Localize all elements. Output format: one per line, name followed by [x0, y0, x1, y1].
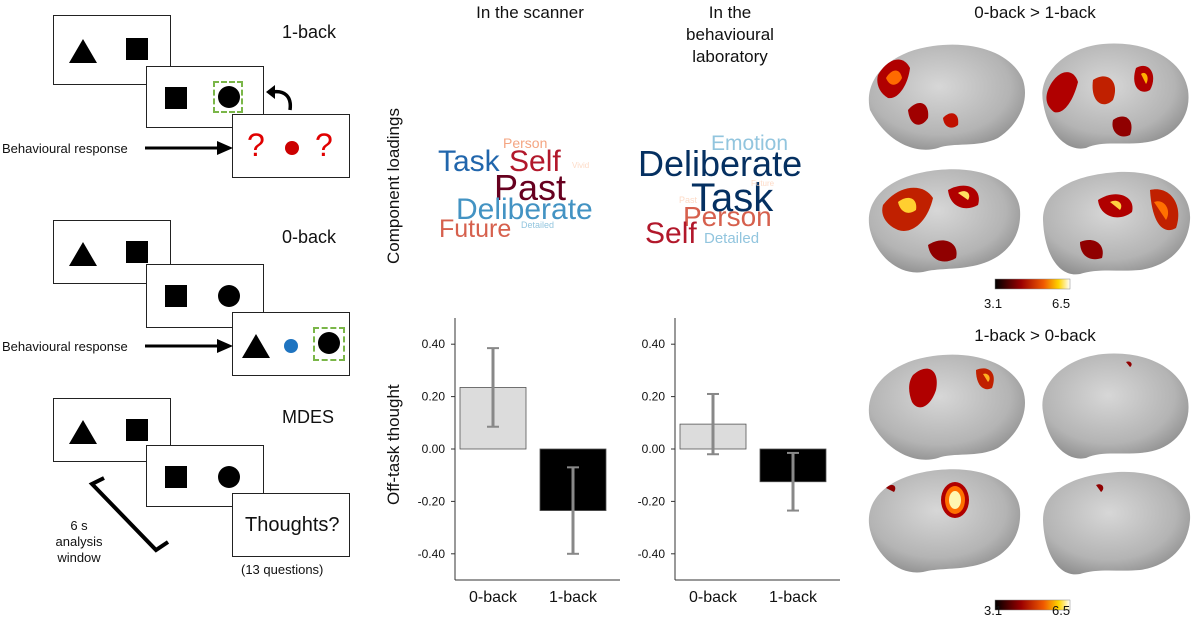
- brain-lateral-right-bottom: [1042, 353, 1189, 459]
- fixation-dot: [285, 141, 299, 155]
- word-task: Task: [691, 176, 774, 220]
- word-past: Past: [679, 195, 698, 205]
- scanner-header: In the scanner: [476, 3, 584, 22]
- word-past: Past: [494, 167, 567, 208]
- one-back-response-label: Behavioural response: [2, 141, 128, 156]
- mdes-thoughts-card: Thoughts?: [232, 493, 350, 557]
- target-highlight: [313, 327, 345, 361]
- triangle-icon: [242, 334, 270, 358]
- target-highlight: [213, 81, 243, 113]
- square-icon: [165, 87, 187, 109]
- zero-back-response-label: Behavioural response: [2, 339, 128, 354]
- zero-back-card-2: [146, 264, 264, 328]
- word-vivid: Vivid: [572, 161, 590, 170]
- word-deliberate: Deliberate: [638, 143, 803, 184]
- chart-lab: 0.40 0.20 0.00 -0.20 -0.40 0-back 1-back: [638, 318, 840, 606]
- word-deliberate: Deliberate: [456, 193, 593, 226]
- zero-back-label: 0-back: [282, 227, 337, 247]
- circle-icon: [218, 285, 240, 307]
- y-tick-label: 0.20: [422, 390, 446, 404]
- brain-medial-left-bottom: [868, 469, 1021, 573]
- y-tick-label: 0.40: [422, 337, 446, 351]
- thoughts-prompt: Thoughts?: [245, 514, 340, 536]
- y-tick-label: 0.20: [642, 390, 666, 404]
- arrow-right-icon: [145, 141, 233, 155]
- word-person: Person: [683, 201, 772, 232]
- brain-top-title: 0-back > 1-back: [974, 3, 1096, 22]
- curved-arrow-icon: [266, 85, 293, 111]
- square-icon: [165, 285, 187, 307]
- triangle-icon: [69, 39, 97, 63]
- one-back-card-1: [53, 15, 171, 85]
- component-loadings-label: Component loadings: [384, 108, 403, 264]
- brain-medial-right-bottom: [1043, 471, 1191, 575]
- chart-scanner: 0.40 0.20 0.00 -0.20 -0.40 0-back 1-back: [418, 318, 620, 606]
- y-tick-label: 0.00: [642, 442, 666, 456]
- question-mark-right: ?: [315, 127, 333, 163]
- colorbar-top: [994, 278, 1071, 290]
- word-emotion: Emotion: [711, 132, 789, 155]
- x-tick-label: 1-back: [769, 589, 818, 606]
- lab-header-line3: laboratory: [692, 47, 768, 66]
- word-detailed: Detailed: [704, 230, 760, 247]
- colorbar-bottom-min: 3.1: [984, 603, 1003, 618]
- word-task: Task: [438, 145, 500, 178]
- brain-medial-left-top: [868, 169, 1021, 273]
- triangle-icon: [69, 420, 97, 444]
- word-detailed: Detailed: [521, 220, 555, 230]
- colorbar-top-max: 6.5: [1052, 296, 1071, 311]
- colorbar-bottom: [994, 599, 1071, 611]
- word-self: Self: [509, 145, 561, 178]
- square-icon: [165, 466, 187, 488]
- lab-header-line2: behavioural: [686, 25, 774, 44]
- brain-lateral-right-top: [1042, 43, 1189, 149]
- analysis-window-line1: 6 s: [70, 518, 88, 533]
- circle-icon: [218, 466, 240, 488]
- arrow-right-icon: [145, 339, 233, 353]
- one-back-card-3: ? ?: [232, 114, 350, 178]
- word-future: Future: [439, 215, 512, 243]
- word-future: Future: [751, 179, 775, 188]
- y-tick-label: -0.20: [638, 494, 666, 508]
- square-icon: [126, 38, 148, 60]
- one-back-label: 1-back: [282, 22, 337, 42]
- y-tick-label: -0.20: [418, 494, 446, 508]
- x-tick-label: 0-back: [689, 589, 738, 606]
- y-tick-label: -0.40: [638, 547, 666, 561]
- word-self: Self: [645, 217, 697, 250]
- brain-maps: [868, 43, 1191, 611]
- brain-lateral-left-top: [868, 44, 1026, 150]
- brain-lateral-left-bottom: [868, 354, 1026, 460]
- analysis-window-line2: analysis: [55, 534, 103, 549]
- x-tick-label: 1-back: [549, 589, 598, 606]
- lab-header: In the behavioural laboratory: [660, 2, 800, 68]
- y-tick-label: -0.40: [418, 547, 446, 561]
- circle-icon: [318, 332, 340, 354]
- questions-count: (13 questions): [241, 562, 324, 577]
- mdes-label: MDES: [282, 407, 335, 427]
- colorbar-top-min: 3.1: [984, 296, 1003, 311]
- circle-icon: [218, 86, 240, 108]
- square-icon: [126, 419, 148, 441]
- brain-bottom-title: 1-back > 0-back: [974, 326, 1096, 345]
- analysis-window-label: 6 s analysis window: [44, 518, 114, 566]
- analysis-window-line3: window: [57, 550, 101, 565]
- x-tick-label: 0-back: [469, 589, 518, 606]
- brain-medial-right-top: [1043, 171, 1191, 275]
- triangle-icon: [69, 242, 97, 266]
- fixation-dot: [284, 339, 298, 353]
- lab-header-line1: In the: [708, 3, 752, 22]
- y-tick-label: 0.00: [422, 442, 446, 456]
- analysis-window-bracket: [88, 476, 170, 553]
- colorbar-bottom-max: 6.5: [1052, 603, 1071, 618]
- question-mark-left: ?: [247, 127, 265, 163]
- square-icon: [126, 241, 148, 263]
- y-axis-label: Off-task thought: [384, 384, 403, 505]
- zero-back-card-3: [232, 312, 350, 376]
- y-tick-label: 0.40: [642, 337, 666, 351]
- word-person: Person: [503, 135, 548, 151]
